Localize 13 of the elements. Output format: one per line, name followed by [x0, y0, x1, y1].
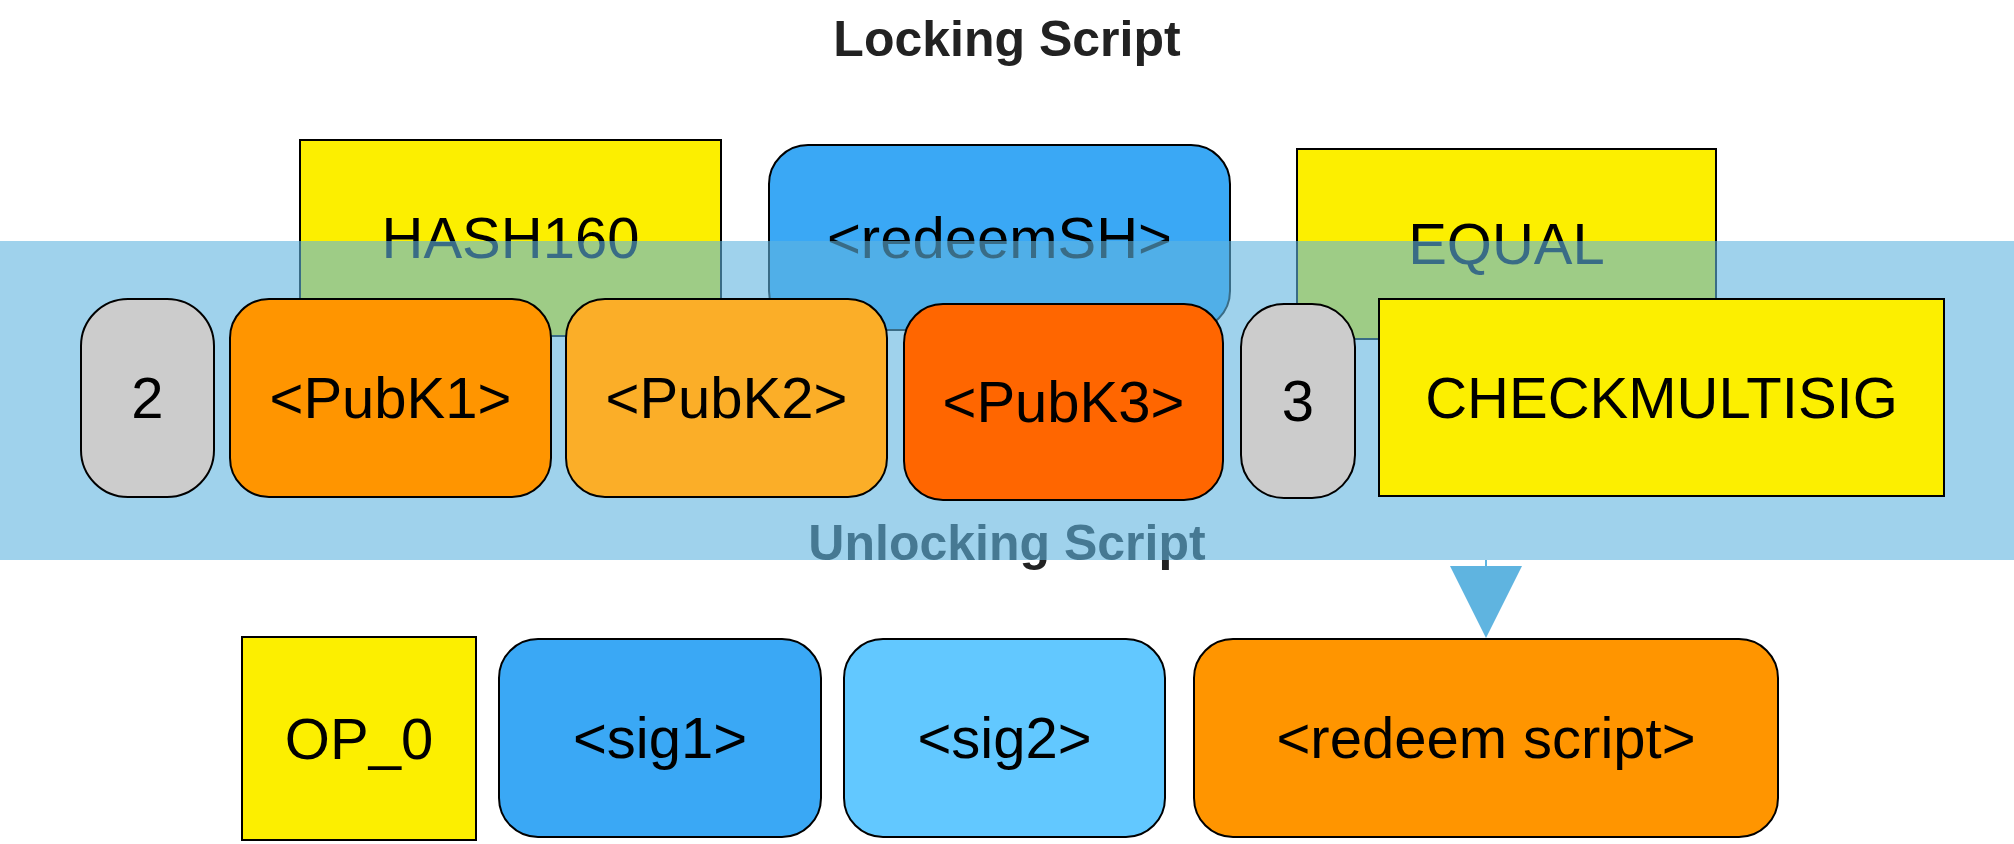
key-box: <PubK3>	[903, 303, 1224, 501]
title: Locking Script	[833, 10, 1181, 69]
callout-pointer	[1450, 559, 1522, 638]
script-box: <redeem script>	[1193, 638, 1779, 838]
number-box: 3	[1240, 303, 1356, 499]
section-heading: Unlocking Script	[808, 514, 1206, 573]
key-box: <PubK1>	[229, 298, 552, 498]
opcode-box: OP_0	[241, 636, 477, 841]
signature-box: <sig2>	[843, 638, 1166, 838]
signature-box: <sig1>	[498, 638, 822, 838]
key-box: <PubK2>	[565, 298, 888, 498]
number-box: 2	[80, 298, 215, 498]
opcode-box: CHECKMULTISIG	[1378, 298, 1945, 497]
